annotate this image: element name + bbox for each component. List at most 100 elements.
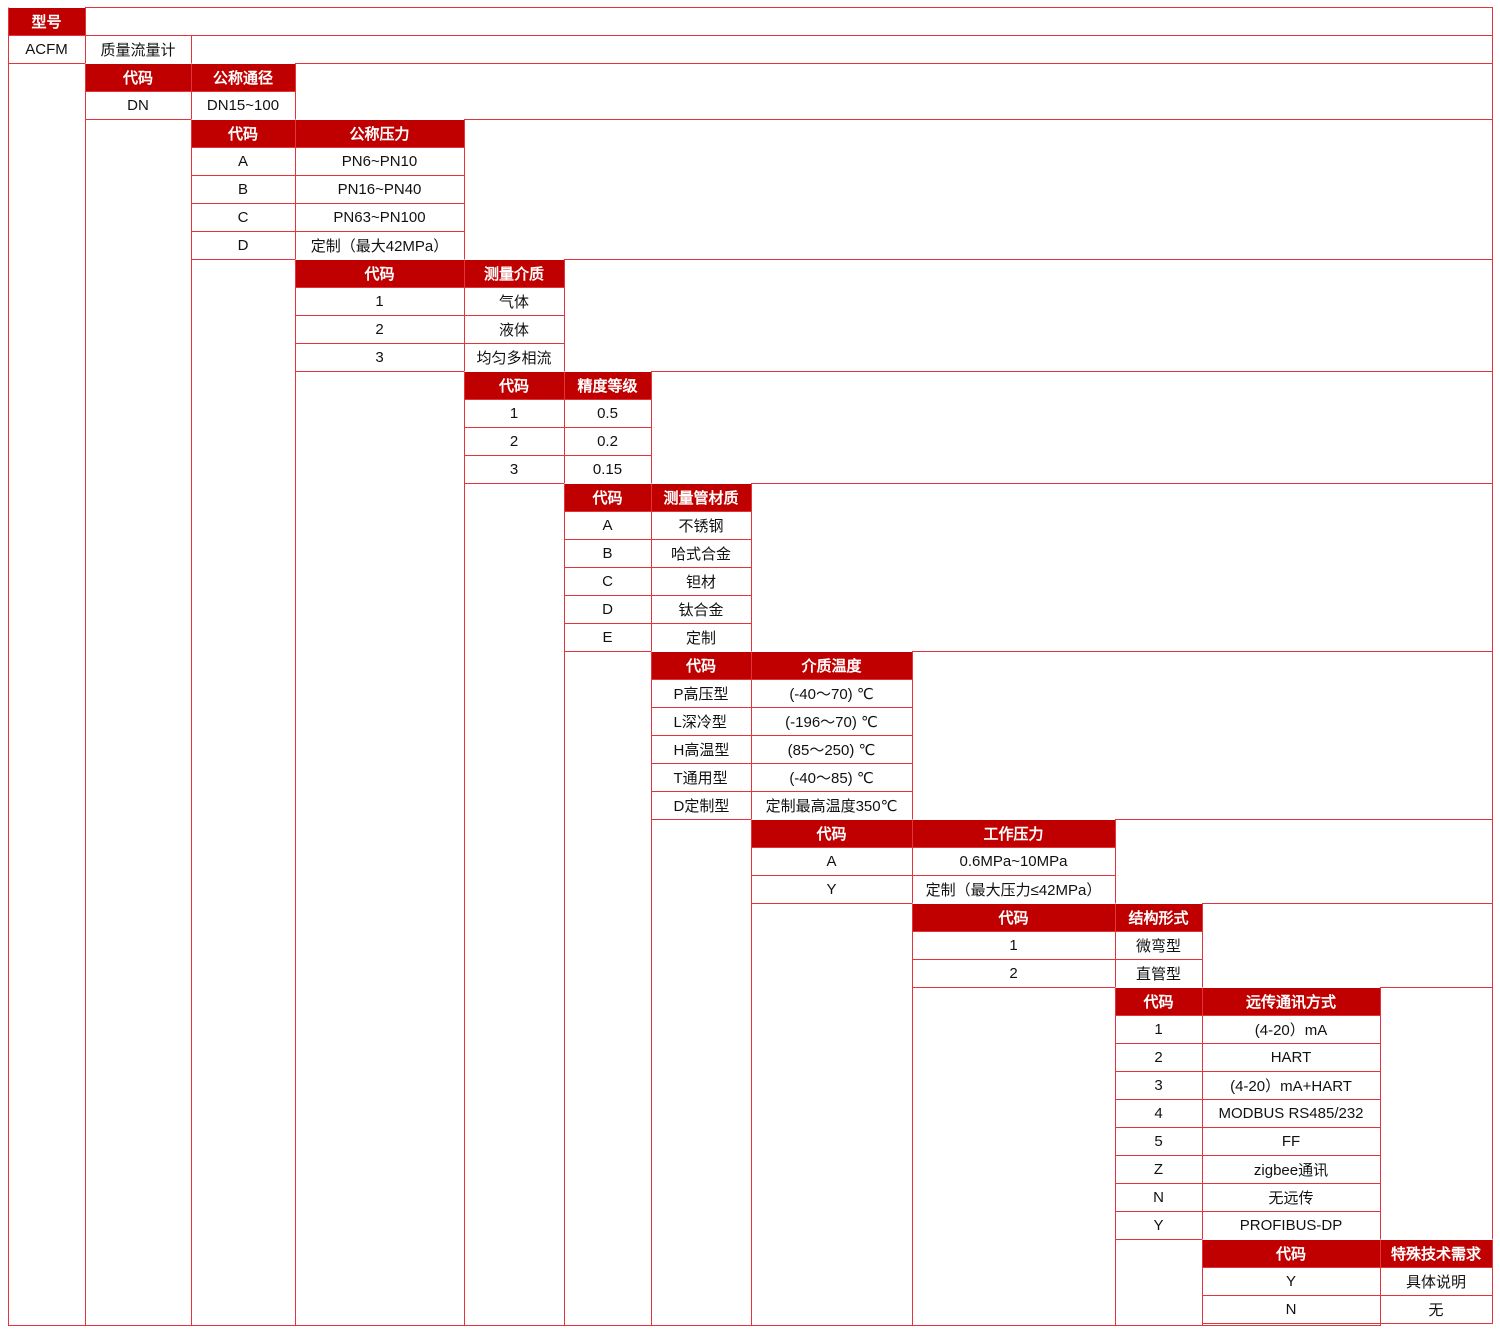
model-header: 型号 — [7, 6, 86, 36]
option-code: N — [1114, 1182, 1203, 1212]
option-value: 定制 — [650, 622, 752, 652]
option-value: 微弯型 — [1114, 930, 1203, 960]
option-code: 3 — [294, 342, 465, 372]
option-value: 钛合金 — [650, 594, 752, 624]
code-header: 代码 — [650, 650, 752, 680]
option-value: zigbee通讯 — [1201, 1154, 1381, 1184]
option-value: DN15~100 — [190, 90, 296, 120]
model-code: ACFM — [7, 34, 86, 64]
option-value: 液体 — [463, 314, 565, 344]
empty-column — [750, 902, 913, 1326]
option-code: 5 — [1114, 1126, 1203, 1156]
option-code: 1 — [911, 930, 1116, 960]
option-code: 2 — [463, 426, 565, 456]
code-header: 代码 — [750, 818, 913, 848]
option-code: B — [563, 538, 652, 568]
empty-cell — [463, 118, 1493, 260]
empty-cell — [1201, 902, 1493, 988]
option-code: D定制型 — [650, 790, 752, 820]
empty-cell — [650, 370, 1493, 484]
option-value: PN6~PN10 — [294, 146, 465, 176]
option-code: 4 — [1114, 1098, 1203, 1128]
option-value: 钽材 — [650, 566, 752, 596]
option-code: L深冷型 — [650, 706, 752, 736]
option-value: (85～250) ℃ — [750, 734, 913, 764]
option-code: Y — [1201, 1266, 1381, 1296]
option-value: 定制（最大42MPa） — [294, 230, 465, 260]
empty-cell — [563, 258, 1493, 372]
option-value: MODBUS RS485/232 — [1201, 1098, 1381, 1128]
option-code: C — [563, 566, 652, 596]
code-header: 代码 — [463, 370, 565, 400]
empty-cell — [294, 62, 1493, 120]
option-code: H高温型 — [650, 734, 752, 764]
option-value: 哈式合金 — [650, 538, 752, 568]
option-header: 测量介质 — [463, 258, 565, 288]
empty-column — [1201, 1322, 1381, 1326]
option-header: 公称通径 — [190, 62, 296, 92]
option-value: 定制最高温度350℃ — [750, 790, 913, 820]
empty-column — [563, 650, 652, 1326]
option-code: C — [190, 202, 296, 232]
option-value: 气体 — [463, 286, 565, 316]
option-header: 特殊技术需求 — [1379, 1238, 1493, 1268]
option-code: 2 — [1114, 1042, 1203, 1072]
option-code: A — [563, 510, 652, 540]
empty-column — [1114, 1238, 1203, 1326]
option-code: N — [1201, 1294, 1381, 1324]
option-code: A — [750, 846, 913, 876]
code-header: 代码 — [190, 118, 296, 148]
empty-column — [190, 258, 296, 1326]
option-code: 2 — [294, 314, 465, 344]
option-code: DN — [84, 90, 192, 120]
option-value: 无 — [1379, 1294, 1493, 1324]
option-header: 结构形式 — [1114, 902, 1203, 932]
option-code: 3 — [463, 454, 565, 484]
empty-cell — [190, 34, 1493, 64]
empty-column — [650, 818, 752, 1326]
option-code: 2 — [911, 958, 1116, 988]
option-value: 定制（最大压力≤42MPa） — [911, 874, 1116, 904]
option-value: (-40～85) ℃ — [750, 762, 913, 792]
empty-cell — [84, 6, 1493, 36]
option-code: D — [563, 594, 652, 624]
option-code: D — [190, 230, 296, 260]
model-name: 质量流量计 — [84, 34, 192, 64]
option-header: 工作压力 — [911, 818, 1116, 848]
empty-column — [463, 482, 565, 1326]
option-code: 3 — [1114, 1070, 1203, 1100]
option-code: A — [190, 146, 296, 176]
option-value: (-40～70) ℃ — [750, 678, 913, 708]
option-header: 公称压力 — [294, 118, 465, 148]
option-code: P高压型 — [650, 678, 752, 708]
empty-cell — [1379, 986, 1493, 1240]
option-value: HART — [1201, 1042, 1381, 1072]
option-code: T通用型 — [650, 762, 752, 792]
option-header: 介质温度 — [750, 650, 913, 680]
option-value: 0.15 — [563, 454, 652, 484]
empty-cell — [1114, 818, 1493, 904]
option-code: Z — [1114, 1154, 1203, 1184]
option-code: Y — [750, 874, 913, 904]
code-header: 代码 — [1114, 986, 1203, 1016]
option-code: E — [563, 622, 652, 652]
option-value: 0.6MPa~10MPa — [911, 846, 1116, 876]
option-value: 具体说明 — [1379, 1266, 1493, 1296]
empty-cell — [911, 650, 1493, 820]
empty-column — [911, 986, 1116, 1326]
option-code: 1 — [463, 398, 565, 428]
option-value: 均匀多相流 — [463, 342, 565, 372]
option-value: PN16~PN40 — [294, 174, 465, 204]
option-value: 0.2 — [563, 426, 652, 456]
option-value: (-196～70) ℃ — [750, 706, 913, 736]
code-header: 代码 — [563, 482, 652, 512]
code-header: 代码 — [294, 258, 465, 288]
option-value: (4-20）mA — [1201, 1014, 1381, 1044]
option-header: 精度等级 — [563, 370, 652, 400]
empty-column — [294, 370, 465, 1326]
code-header: 代码 — [1201, 1238, 1381, 1268]
option-header: 测量管材质 — [650, 482, 752, 512]
empty-cell — [750, 482, 1493, 652]
option-value: 0.5 — [563, 398, 652, 428]
option-code: Y — [1114, 1210, 1203, 1240]
